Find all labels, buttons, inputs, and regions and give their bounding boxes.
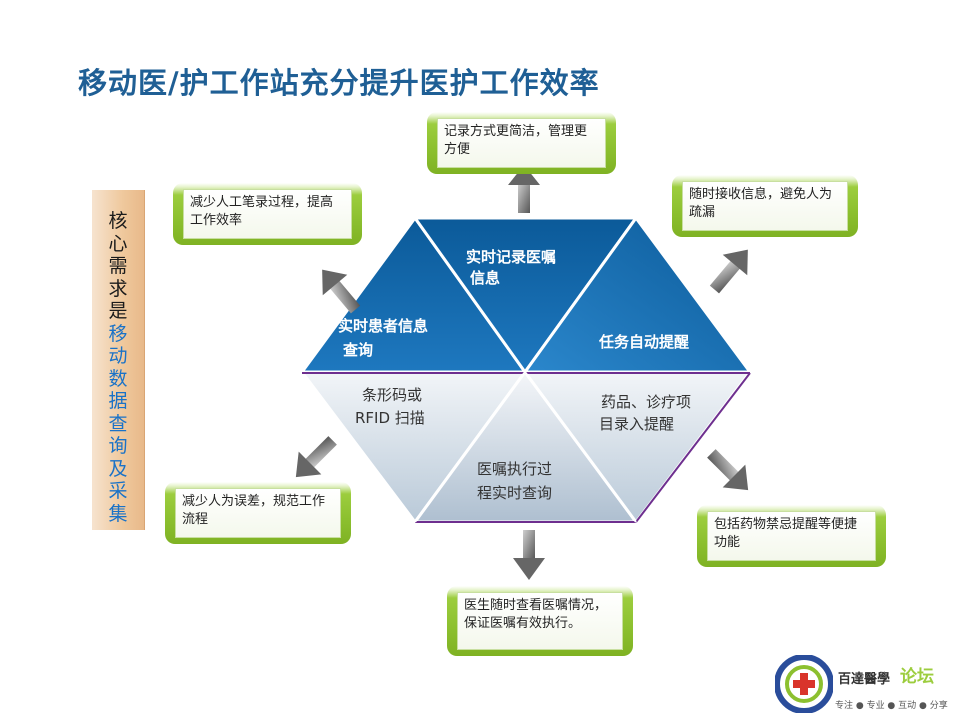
side-label-char: 据 xyxy=(108,390,128,412)
box-bottom: 医生随时查看医嘱情况，保证医嘱有效执行。 xyxy=(447,586,633,656)
arrow-up-icon xyxy=(508,165,540,213)
box-bottom-left-text: 减少人为误差，规范工作流程 xyxy=(175,488,341,538)
side-label-char: 是 xyxy=(108,300,128,322)
label-lower-right: 药品、诊疗项 目录入提醒 xyxy=(599,393,696,433)
box-bottom-right: 包括药物禁忌提醒等便捷功能 xyxy=(697,505,886,567)
side-label-char: 采 xyxy=(108,480,128,502)
side-label-char: 及 xyxy=(108,457,128,480)
side-label-char: 心 xyxy=(108,232,128,255)
box-top-right-text: 随时接收信息，避免人为疏漏 xyxy=(682,181,848,231)
page-title: 移动医/护工作站充分提升医护工作效率 xyxy=(78,66,600,100)
white-divider-down xyxy=(524,371,637,523)
forum-logo-icon xyxy=(775,655,833,713)
side-label-char: 移 xyxy=(108,322,128,345)
side-label-char: 需 xyxy=(108,255,128,277)
label-lower-left: 条形码或 RFID 扫描 xyxy=(355,386,427,427)
logo-tagline: 专注 ● 专业 ● 互动 ● 分享 xyxy=(835,701,948,711)
side-label-char: 核 xyxy=(108,210,128,232)
side-label-char: 集 xyxy=(108,502,128,525)
box-top-right: 随时接收信息，避免人为疏漏 xyxy=(672,175,858,237)
white-divider-up xyxy=(414,371,526,523)
arrow-down-icon xyxy=(513,530,545,580)
arrow-down-right-icon xyxy=(707,449,749,491)
side-label-char: 查 xyxy=(108,412,128,435)
box-bottom-text: 医生随时查看医嘱情况，保证医嘱有效执行。 xyxy=(457,592,623,650)
arrow-up-right-icon xyxy=(709,249,748,294)
core-need-label: 核心需求是移动数据查询及采集 xyxy=(92,210,144,525)
side-label-char: 数 xyxy=(108,367,128,390)
box-top: 记录方式更简洁，管理更方便 xyxy=(427,112,616,174)
side-label-char: 询 xyxy=(108,435,128,457)
logo-name: 百達醫學 xyxy=(838,672,891,687)
purple-edge-right xyxy=(635,372,751,523)
label-upper-right: 任务自动提醒 xyxy=(598,333,689,351)
side-label-char: 求 xyxy=(108,277,128,300)
box-top-left: 减少人工笔录过程，提高工作效率 xyxy=(173,183,362,245)
label-top: 实时记录医嘱 信息 xyxy=(466,248,561,287)
arrow-down-left-icon xyxy=(295,436,337,478)
core-need-sidebar: 核心需求是移动数据查询及采集 xyxy=(92,190,145,530)
box-bottom-left: 减少人为误差，规范工作流程 xyxy=(165,482,351,544)
label-upper-left: 实时患者信息 查询 xyxy=(338,317,433,359)
box-top-text: 记录方式更简洁，管理更方便 xyxy=(437,118,606,168)
box-top-left-text: 减少人工笔录过程，提高工作效率 xyxy=(183,189,352,239)
box-bottom-right-text: 包括药物禁忌提醒等便捷功能 xyxy=(707,511,876,561)
side-label-char: 动 xyxy=(108,345,128,367)
label-bottom: 医嘱执行过 程实时查询 xyxy=(477,460,557,502)
arrow-up-left-icon xyxy=(322,269,361,314)
logo-forum: 论坛 xyxy=(900,667,934,687)
